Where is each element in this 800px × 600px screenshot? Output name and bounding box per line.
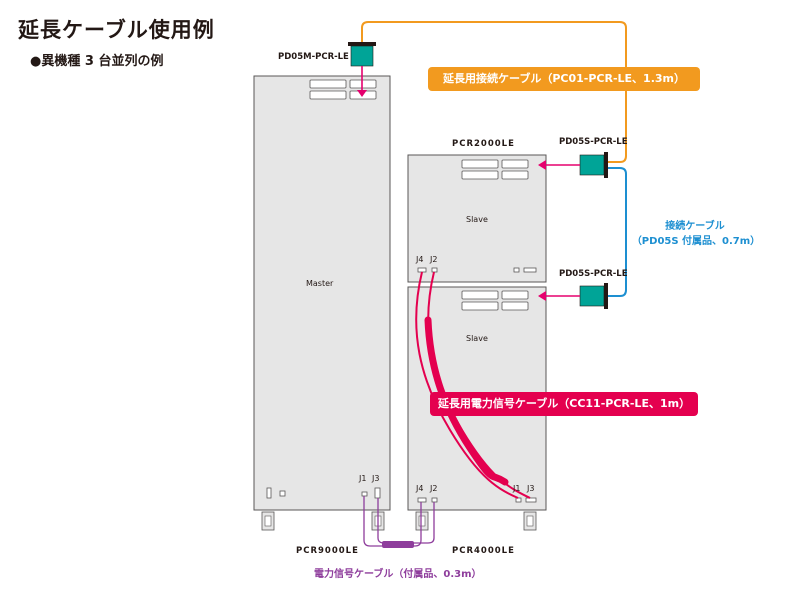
- pd05s-bottom-label: PD05S-PCR-LE: [559, 269, 628, 279]
- extension-cable-label: 延長用接続ケーブル（PC01-PCR-LE、1.3m）: [428, 67, 700, 91]
- power-signal-ext-label: 延長用電力信号ケーブル（CC11-PCR-LE、1m）: [430, 392, 698, 416]
- pd05s-connector-top: [538, 152, 608, 178]
- slave-top-jack-j4: J4: [416, 255, 424, 264]
- pd05m-label: PD05M-PCR-LE: [278, 52, 349, 62]
- master-model: PCR9000LE: [296, 546, 359, 556]
- slave-bottom-jack-j1: J1: [513, 484, 521, 493]
- slave-bottom-role: Slave: [466, 334, 488, 343]
- pd05m-connector: [348, 42, 376, 97]
- slave-bottom-jack-j4: J4: [416, 484, 424, 493]
- pd05s-connector-bottom: [538, 283, 608, 309]
- slave-top-jack-j2: J2: [430, 255, 438, 264]
- page-subtitle: ●異機種 3 台並列の例: [30, 54, 164, 69]
- master-role: Master: [306, 279, 334, 288]
- orange-extension-cable: [361, 21, 627, 163]
- slave-bottom-model: PCR4000LE: [452, 546, 515, 556]
- link-cable-label-1: 接続ケーブル: [665, 221, 725, 232]
- master-jack-j3: J3: [372, 474, 380, 483]
- power-signal-label: 電力信号ケーブル（付属品、0.3m）: [314, 569, 482, 580]
- slave-top-model: PCR2000LE: [452, 139, 515, 149]
- purple-power-cable: [363, 496, 435, 548]
- link-cable-label-2: （PD05S 付属品、0.7m）: [631, 236, 761, 247]
- slave-top-unit: [407, 154, 547, 283]
- slave-top-role: Slave: [466, 215, 488, 224]
- slave-bottom-jack-j2: J2: [430, 484, 438, 493]
- page-title: 延長ケーブル使用例: [18, 18, 215, 42]
- crimson-power-cable: [415, 271, 531, 499]
- master-jack-j1: J1: [359, 474, 367, 483]
- master-unit: [253, 75, 391, 531]
- pd05s-top-label: PD05S-PCR-LE: [559, 137, 628, 147]
- slave-bottom-jack-j3: J3: [527, 484, 535, 493]
- blue-link-cable: [606, 167, 627, 297]
